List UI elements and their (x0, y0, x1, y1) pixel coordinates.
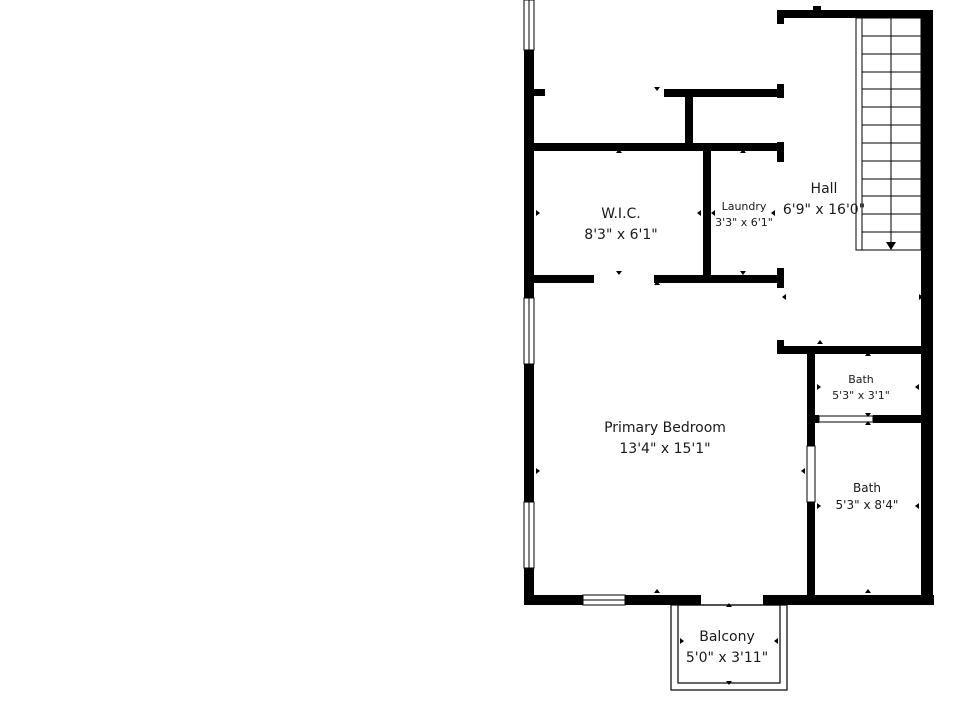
room-name-primary-bedroom: Primary Bedroom (604, 420, 726, 436)
room-dims-hall: 6'9" x 16'0" (783, 202, 865, 218)
upper-stub-wall (534, 89, 545, 96)
bath-interior-opening (818, 415, 874, 423)
hall-bottom-wall (777, 346, 933, 354)
walls (524, 0, 934, 605)
room-dims-bath-lower: 5'3" x 8'4" (836, 498, 899, 512)
right-exterior-wall (921, 10, 933, 605)
room-dims-primary-bedroom: 13'4" x 15'1" (619, 441, 710, 457)
room-name-bath-upper: Bath (848, 373, 874, 386)
wic-top-wall (534, 143, 784, 151)
closet-side-wall (685, 89, 693, 150)
hall-left-wall-c (777, 142, 784, 162)
room-name-wic: W.I.C. (601, 206, 641, 222)
bedroom-bath-door (806, 445, 816, 503)
stairs (855, 17, 922, 251)
room-dims-laundry: 3'3" x 6'1" (715, 216, 773, 229)
room-name-laundry: Laundry (722, 200, 767, 213)
room-dims-balcony: 5'0" x 3'11" (686, 650, 768, 666)
bedroom-bath-divider-b (807, 502, 815, 605)
bedroom-bath-divider-a (807, 346, 815, 446)
bath-divider-wall (873, 415, 933, 423)
wic-laundry-divider (703, 143, 711, 282)
hall-top-wall-stub (813, 6, 821, 14)
windows (523, 0, 874, 606)
room-name-bath-lower: Bath (853, 481, 881, 495)
bath-divider-stub (807, 415, 819, 423)
stairs-down-arrow-icon (886, 242, 896, 250)
balcony (670, 604, 788, 691)
room-labels: W.I.C. 8'3" x 6'1" Laundry 3'3" x 6'1" H… (584, 181, 898, 666)
room-name-hall: Hall (811, 181, 838, 197)
room-name-balcony: Balcony (699, 629, 755, 645)
balcony-door-opening (701, 594, 763, 606)
wic-bottom-wall-right (654, 275, 784, 283)
room-dims-wic: 8'3" x 6'1" (584, 227, 657, 243)
hall-top-wall (778, 10, 933, 18)
hall-left-wall-a (777, 10, 784, 24)
closet-top-wall (664, 89, 784, 97)
dimension-marks (536, 10, 923, 685)
wic-bottom-wall-left (534, 275, 594, 283)
room-dims-bath-upper: 5'3" x 3'1" (832, 389, 890, 402)
